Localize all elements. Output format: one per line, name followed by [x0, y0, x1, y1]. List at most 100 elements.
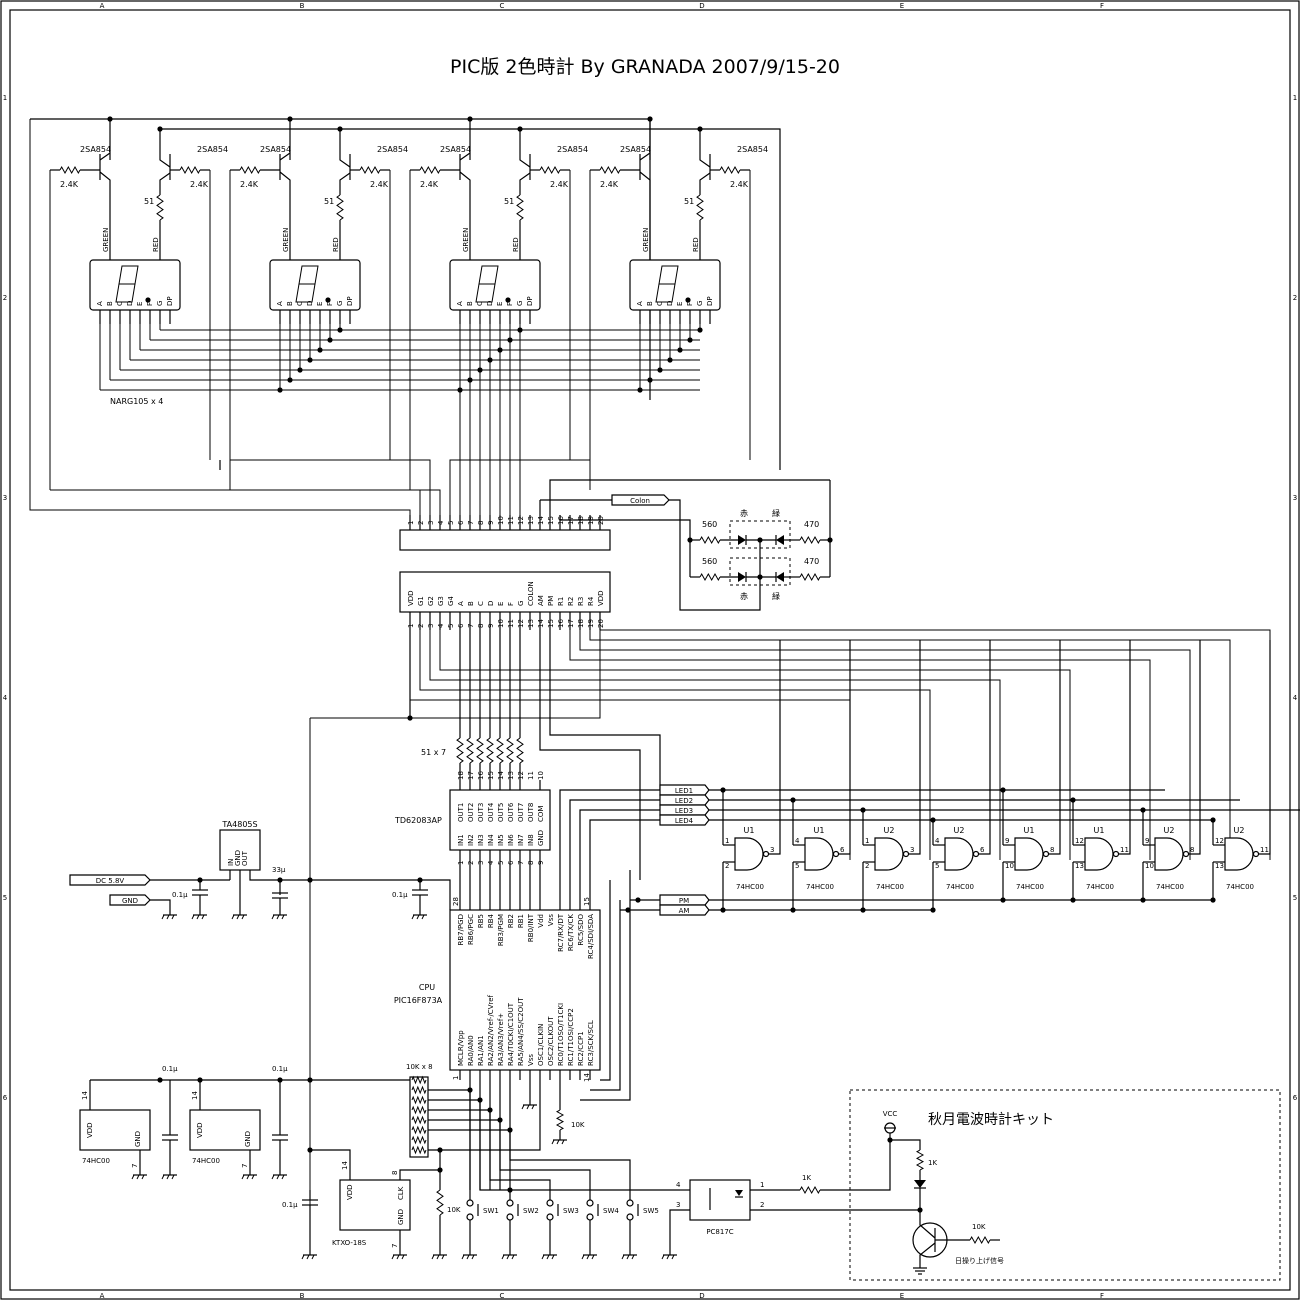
cpu-pin-label: RC0/T1OSO/T1CKI [557, 1003, 565, 1066]
driver-pin-label: IN4 [487, 834, 495, 846]
net-tag-shape [659, 904, 710, 916]
resistor-icon [411, 1075, 427, 1085]
driver-pin-label: OUT8 [527, 803, 535, 822]
wire [639, 171, 651, 260]
inverter-bubble [762, 850, 770, 858]
gate-part-label: 74HC00 [946, 883, 974, 891]
capacitor-label: 0.1μ [172, 891, 188, 899]
driver-pin-label: OUT3 [477, 803, 485, 822]
vdd-label: VDD [86, 1122, 94, 1138]
connector-pin-number: 4 [437, 520, 445, 525]
connector-pin-number: 2 [417, 624, 425, 628]
green-led-label: 緑 [772, 508, 780, 518]
connector-pin-number: 19 [587, 619, 595, 628]
ground-hatch [586, 1254, 590, 1260]
segment-pin-label: B [286, 301, 294, 306]
wire [339, 172, 351, 195]
ground-hatch [471, 1254, 475, 1260]
resistor-icon [799, 572, 821, 582]
vdd-rail [310, 630, 601, 719]
thin [150, 899, 171, 915]
ground-hatch [436, 1254, 440, 1260]
switch-contact [586, 1213, 594, 1221]
segment-pin-label: A [96, 301, 104, 306]
column-label: A [100, 2, 105, 10]
connector-pin-number: 5 [447, 521, 455, 525]
green-label: GREEN [102, 228, 110, 252]
gnd-label: GND [397, 1209, 405, 1225]
wire [339, 129, 351, 168]
resistor-label: 1K [928, 1159, 937, 1167]
segment-pin-label: F [146, 302, 154, 306]
column-label: F [1100, 2, 1104, 10]
nand-gate-icon [944, 837, 974, 871]
gate-output-pin: 3 [770, 846, 774, 854]
connector-pin-number: 9 [487, 521, 495, 525]
connector-signal-label: A [457, 601, 465, 606]
gate-unit-label: U1 [744, 826, 755, 835]
gate-input-pin: 9 [1145, 837, 1149, 845]
segment-pin-label: G [336, 301, 344, 306]
radio-kit-title: 秋月電波時計キット [928, 1112, 1054, 1128]
connector-pin-number: 13 [527, 516, 535, 525]
resistor-icon [466, 737, 474, 764]
ground-hatch [161, 914, 165, 920]
capacitor-label: 0.1μ [272, 1065, 288, 1073]
base-route [449, 459, 590, 515]
ground-hatch [281, 1174, 285, 1180]
vdd-route [29, 119, 411, 515]
cpu-pin-label: RB4 [487, 913, 495, 928]
net-tag-shape [659, 814, 710, 826]
driver-pin-number: 6 [507, 860, 515, 865]
driver-pin-label: IN1 [457, 834, 465, 846]
ground-hatch [401, 1254, 405, 1260]
row-label: 1 [1293, 94, 1297, 102]
gate-part-label: 74HC00 [1226, 883, 1254, 891]
cpu-pin-label: RC5/SDO [577, 914, 585, 946]
net-tag-label: AM [679, 907, 690, 915]
red-led-label: 赤 [740, 592, 748, 601]
ground-icon [411, 907, 427, 920]
segment-pin-label: D [126, 301, 134, 306]
clk-label: CLK [397, 1186, 405, 1200]
ground-hatch [166, 1174, 170, 1180]
ground-hatch [551, 1254, 555, 1260]
segment-pin-label: A [636, 301, 644, 306]
segment-pin-label: A [276, 301, 284, 306]
signal-label: 日操り上げ信号 [955, 1256, 1004, 1265]
thin [579, 809, 660, 910]
thin [569, 799, 660, 910]
seven-segment-icon [475, 265, 499, 303]
segment-pin-label: C [656, 301, 664, 306]
led-icon [735, 1190, 743, 1196]
ground-hatch [666, 1254, 670, 1260]
ground-icon [271, 1167, 287, 1180]
thin [559, 789, 660, 910]
ground-hatch [231, 914, 235, 920]
base-route [50, 489, 421, 515]
connector-pin-number: 7 [467, 521, 475, 525]
connectors: 1VDD12G123G234G345G456A67B78C89D910E1011… [29, 119, 670, 630]
display-part-label: NARG105 x 4 [110, 397, 163, 406]
red-label: RED [152, 237, 160, 252]
net-tag-label: GND [122, 897, 138, 905]
driver-pin-number: 9 [537, 861, 545, 865]
gate-part-label: 74HC00 [1156, 883, 1184, 891]
driver-pin-label: OUT1 [457, 803, 465, 822]
resistor-label: 2.4K [190, 180, 209, 189]
connector-signal-label: D [487, 601, 495, 606]
connector-pin-number: 1 [407, 521, 415, 525]
ground-hatch [311, 1254, 315, 1260]
segment-pin-label: E [316, 302, 324, 306]
net-tag-am: AM [659, 904, 710, 916]
driver-pin-number: 4 [487, 860, 495, 865]
pullup-array-label: 10K x 8 [406, 1063, 433, 1071]
ground-icon [131, 1167, 147, 1180]
cpu-pin-label: RC1/T1OSI/CCP2 [567, 1008, 575, 1066]
row-label: 3 [3, 494, 7, 502]
wire [459, 171, 471, 260]
ground-hatch [556, 1139, 560, 1145]
driver-td62083ap: 18OUT117OUT216OUT315OUT414OUT513OUT612OU… [310, 629, 1271, 910]
ground-icon [521, 1097, 537, 1110]
